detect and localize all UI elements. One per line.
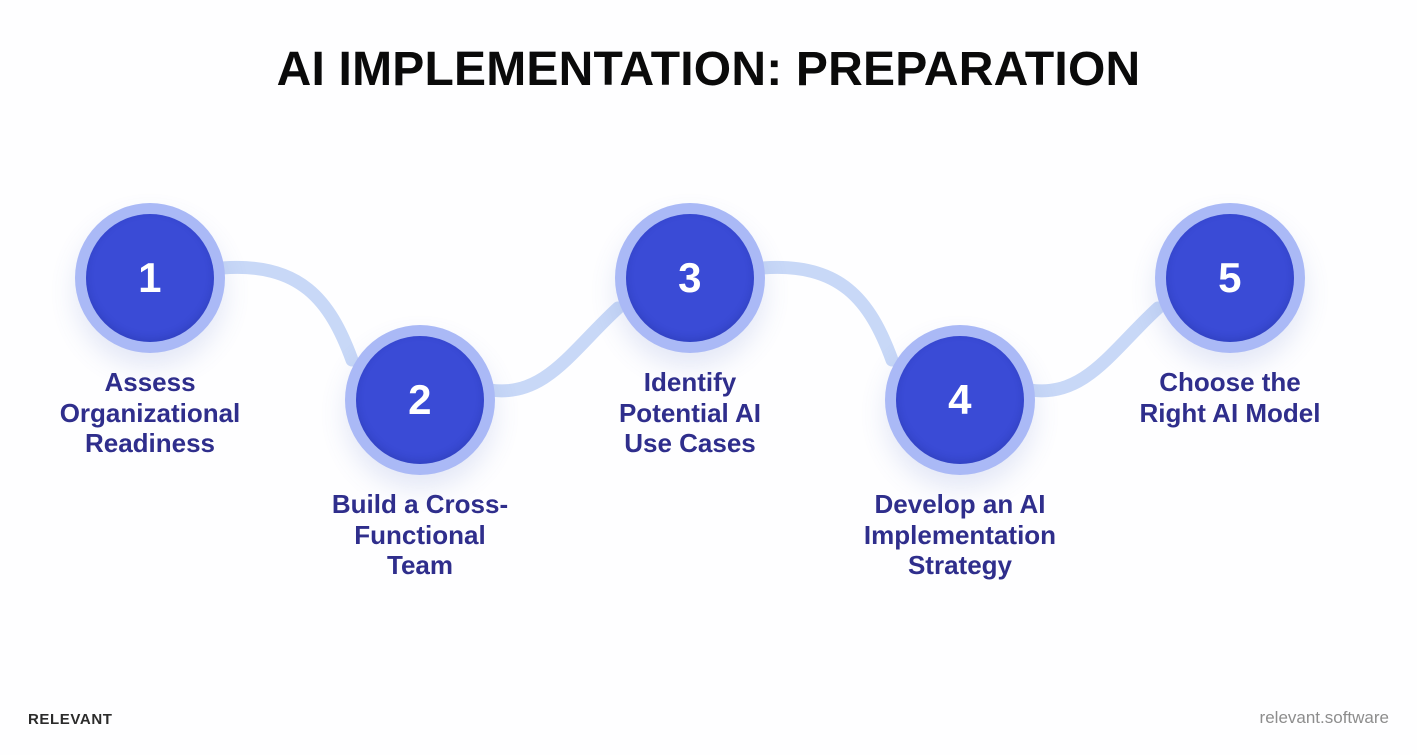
footer-website-link[interactable]: relevant.software [1259, 708, 1389, 727]
step-4-number: 4 [948, 376, 972, 423]
step-5-circle[interactable]: 5 [1166, 214, 1294, 342]
step-4-circle[interactable]: 4 [896, 336, 1024, 464]
step-4-label: Develop an AI Implementation Strategy [863, 489, 1057, 581]
step-1-label: Assess Organizational Readiness [59, 367, 241, 459]
step-1-node[interactable]: 1 [75, 203, 225, 353]
page-title: AI IMPLEMENTATION: PREPARATION [276, 43, 1141, 96]
step-5-node[interactable]: 5 [1155, 203, 1305, 353]
step-2-number: 2 [408, 376, 432, 423]
step-2-label: Build a Cross- Functional Team [331, 489, 509, 581]
step-3-circle[interactable]: 3 [626, 214, 754, 342]
step-1-number: 1 [138, 254, 162, 301]
step-5-number: 5 [1218, 254, 1242, 301]
step-4-node[interactable]: 4 [885, 325, 1035, 475]
step-2-circle[interactable]: 2 [356, 336, 484, 464]
step-3-number: 3 [678, 254, 702, 301]
footer-brand-logo: RELEVANT [28, 711, 113, 728]
step-5-label: Choose the Right AI Model [1139, 367, 1321, 428]
step-3-label: Identify Potential AI Use Cases [618, 367, 762, 459]
step-2-node[interactable]: 2 [345, 325, 495, 475]
step-1-circle[interactable]: 1 [86, 214, 214, 342]
step-3-node[interactable]: 3 [615, 203, 765, 353]
